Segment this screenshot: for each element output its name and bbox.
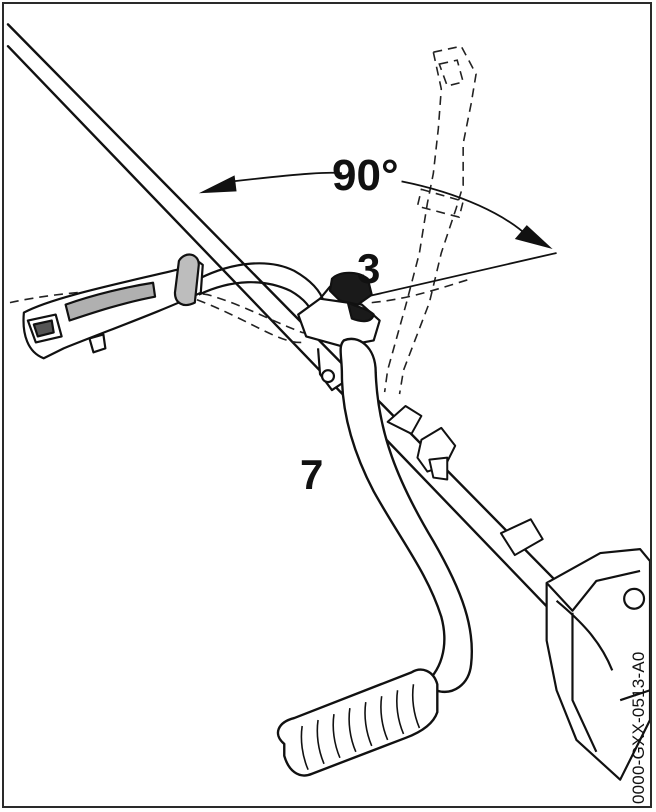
handlebar-illustration <box>6 23 650 781</box>
shaft-clamps <box>386 404 544 557</box>
angle-label: 90° <box>332 151 399 200</box>
main-handle <box>276 337 473 777</box>
drive-shaft <box>6 23 577 618</box>
part-label-handle: 7 <box>300 451 324 498</box>
clamp-knob <box>297 271 381 392</box>
left-handle <box>22 253 326 360</box>
angle-indicator <box>198 171 557 299</box>
engine-housing <box>545 548 650 781</box>
image-code-label: 0000-GXX-0513-A0 <box>629 651 648 804</box>
part-label-knob: 3 <box>357 245 381 292</box>
